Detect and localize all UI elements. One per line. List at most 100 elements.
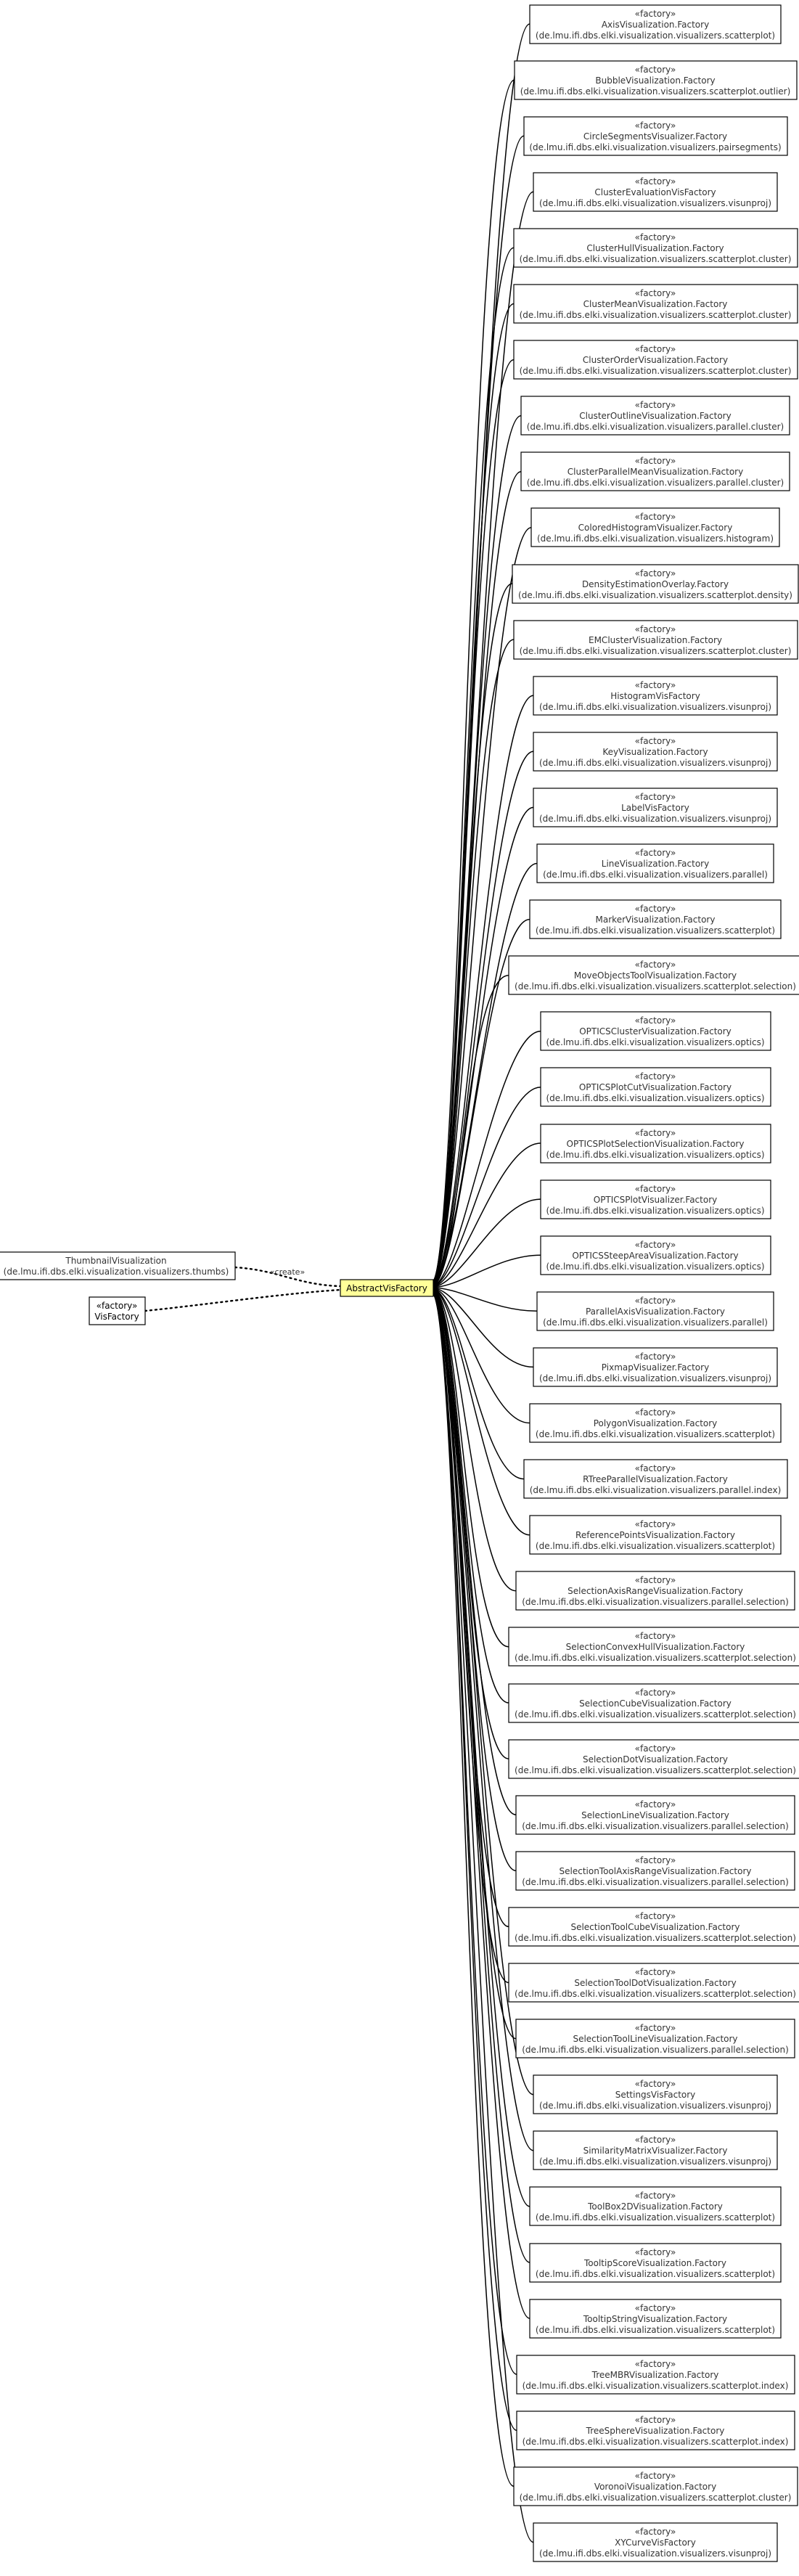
stereotype-label: «factory» xyxy=(635,1352,676,1362)
subclass-node-move-objects-tool-visualization-factory[interactable]: «factory»MoveObjectsToolVisualization.Fa… xyxy=(508,955,799,995)
package-label: (de.lmu.ifi.dbs.elki.visualization.visua… xyxy=(515,981,796,991)
subclass-node-label-vis-factory[interactable]: «factory»LabelVisFactory(de.lmu.ifi.dbs.… xyxy=(533,788,778,827)
class-name-label: SimilarityMatrixVisualizer.Factory xyxy=(583,2146,728,2156)
subclass-node-key-visualization-factory[interactable]: «factory»KeyVisualization.Factory(de.lmu… xyxy=(533,732,778,772)
vis-factory-node-box xyxy=(89,1296,146,1325)
subclass-node-cluster-hull-visualization-factory[interactable]: «factory»ClusterHullVisualization.Factor… xyxy=(513,228,798,268)
class-name-label: SelectionToolCubeVisualization.Factory xyxy=(570,1922,739,1932)
vis-factory-node[interactable]: «factory»VisFactory xyxy=(89,1296,146,1325)
subclass-node-selection-convex-hull-visualization-factory[interactable]: «factory»SelectionConvexHullVisualizatio… xyxy=(508,1627,799,1667)
package-label: (de.lmu.ifi.dbs.elki.visualization.visua… xyxy=(536,2325,775,2335)
package-label: (de.lmu.ifi.dbs.elki.visualization.visua… xyxy=(523,2437,789,2447)
subclass-node-voronoi-visualization-factory[interactable]: «factory»VoronoiVisualization.Factory(de… xyxy=(513,2466,798,2506)
subclass-node-tree-mbrvisualization-factory[interactable]: «factory»TreeMBRVisualization.Factory(de… xyxy=(516,2355,795,2395)
subclass-node-tree-sphere-visualization-factory[interactable]: «factory»TreeSphereVisualization.Factory… xyxy=(516,2411,795,2450)
class-name-label: MoveObjectsToolVisualization.Factory xyxy=(574,970,737,981)
subclass-node-selection-tool-dot-visualization-factory[interactable]: «factory»SelectionToolDotVisualization.F… xyxy=(508,1963,799,2003)
inheritance-edge xyxy=(431,695,534,1285)
subclass-node-marker-visualization-factory-box xyxy=(529,899,782,939)
package-label: (de.lmu.ifi.dbs.elki.visualization.visua… xyxy=(539,702,771,712)
class-nodes: AbstractVisFactory «factory»AxisVisualiza… xyxy=(0,4,799,2562)
class-name-label: SettingsVisFactory xyxy=(615,2090,696,2100)
class-name-label: ClusterParallelMeanVisualization.Factory xyxy=(568,467,743,477)
subclass-node-selection-tool-cube-visualization-factory[interactable]: «factory»SelectionToolCubeVisualization.… xyxy=(508,1907,799,1947)
subclass-node-histogram-vis-factory[interactable]: «factory»HistogramVisFactory(de.lmu.ifi.… xyxy=(533,676,778,716)
subclass-node-selection-line-visualization-factory[interactable]: «factory»SelectionLineVisualization.Fact… xyxy=(515,1795,795,1835)
stereotype-label: «factory» xyxy=(635,400,676,410)
class-name-label: OPTICSPlotVisualizer.Factory xyxy=(594,1195,717,1205)
subclass-node-cluster-outline-visualization-factory[interactable]: «factory»ClusterOutlineVisualization.Fac… xyxy=(520,396,790,436)
subclass-node-selection-tool-line-visualization-factory[interactable]: «factory»SelectionToolLineVisualization.… xyxy=(515,2019,795,2058)
subclass-node-density-estimation-overlay-factory-box xyxy=(512,564,799,604)
subclass-node-tooltip-score-visualization-factory[interactable]: «factory»TooltipScoreVisualization.Facto… xyxy=(529,2243,782,2283)
subclass-node-colored-histogram-visualizer-factory[interactable]: «factory»ColoredHistogramVisualizer.Fact… xyxy=(530,507,780,547)
subclass-node-axis-visualization-factory[interactable]: «factory»AxisVisualization.Factory(de.lm… xyxy=(529,4,782,44)
class-name-label: VisFactory xyxy=(94,1312,139,1322)
subclass-node-cluster-order-visualization-factory-box xyxy=(513,340,798,380)
subclass-node-opticscluster-visualization-factory-box xyxy=(540,1011,771,1051)
package-label: (de.lmu.ifi.dbs.elki.visualization.visua… xyxy=(536,2212,775,2223)
subclass-node-opticsplot-visualizer-factory-box xyxy=(540,1179,771,1219)
subclass-node-opticsplot-selection-visualization-factory[interactable]: «factory»OPTICSPlotSelectionVisualizatio… xyxy=(540,1124,771,1164)
stereotype-label: «factory» xyxy=(635,1128,676,1138)
subclass-node-opticscluster-visualization-factory[interactable]: «factory»OPTICSClusterVisualization.Fact… xyxy=(540,1011,771,1051)
subclass-node-tool-box2-dvisualization-factory[interactable]: «factory»ToolBox2DVisualization.Factory(… xyxy=(529,2186,782,2226)
subclass-node-opticsplot-cut-visualization-factory[interactable]: «factory»OPTICSPlotCutVisualization.Fact… xyxy=(540,1067,771,1107)
subclass-node-reference-points-visualization-factory[interactable]: «factory»ReferencePointsVisualization.Fa… xyxy=(529,1515,782,1555)
stereotype-label: «factory» xyxy=(635,1463,676,1473)
subclass-node-tooltip-string-visualization-factory[interactable]: «factory»TooltipStringVisualization.Fact… xyxy=(529,2299,782,2339)
package-label: (de.lmu.ifi.dbs.elki.visualization.visua… xyxy=(522,1821,789,1831)
subclass-node-parallel-axis-visualization-factory[interactable]: «factory»ParallelAxisVisualization.Facto… xyxy=(536,1291,774,1331)
class-name-label: OPTICSSteepAreaVisualization.Factory xyxy=(572,1251,738,1261)
inheritance-edge xyxy=(431,79,515,1283)
subclass-node-xycurve-vis-factory[interactable]: «factory»XYCurveVisFactory(de.lmu.ifi.db… xyxy=(533,2522,778,2562)
class-name-label: HistogramVisFactory xyxy=(610,691,700,701)
subclass-node-emcluster-visualization-factory[interactable]: «factory»EMClusterVisualization.Factory(… xyxy=(513,620,798,660)
inheritance-edge xyxy=(431,1198,541,1288)
class-name-label: ColoredHistogramVisualizer.Factory xyxy=(578,523,733,533)
package-label: (de.lmu.ifi.dbs.elki.visualization.visua… xyxy=(520,86,791,97)
stereotype-label: «factory» xyxy=(635,904,676,914)
subclass-node-opticssteep-area-visualization-factory[interactable]: «factory»OPTICSSteepAreaVisualization.Fa… xyxy=(540,1235,771,1275)
subclass-node-cluster-order-visualization-factory[interactable]: «factory»ClusterOrderVisualization.Facto… xyxy=(513,340,798,380)
inheritance-edge xyxy=(431,1031,541,1287)
stereotype-label: «factory» xyxy=(635,1911,676,1921)
abstract-vis-factory-node[interactable]: AbstractVisFactory xyxy=(340,1279,434,1297)
subclass-node-marker-visualization-factory[interactable]: «factory»MarkerVisualization.Factory(de.… xyxy=(529,899,782,939)
inheritance-edge xyxy=(431,303,515,1284)
stereotype-label: «factory» xyxy=(635,1688,676,1698)
subclass-node-selection-axis-range-visualization-factory[interactable]: «factory»SelectionAxisRangeVisualization… xyxy=(515,1571,795,1611)
inheritance-edge xyxy=(431,639,515,1285)
subclass-node-similarity-matrix-visualizer-factory[interactable]: «factory»SimilarityMatrixVisualizer.Fact… xyxy=(533,2130,778,2170)
subclass-node-rtree-parallel-visualization-factory[interactable]: «factory»RTreeParallelVisualization.Fact… xyxy=(523,1459,788,1499)
inheritance-edge xyxy=(431,1291,534,2151)
subclass-node-pixmap-visualizer-factory[interactable]: «factory»PixmapVisualizer.Factory(de.lmu… xyxy=(533,1347,778,1387)
subclass-node-bubble-visualization-factory[interactable]: «factory»BubbleVisualization.Factory(de.… xyxy=(514,60,798,100)
class-name-label: KeyVisualization.Factory xyxy=(602,747,708,757)
class-name-label: RTreeParallelVisualization.Factory xyxy=(583,1474,728,1484)
subclass-node-settings-vis-factory[interactable]: «factory»SettingsVisFactory(de.lmu.ifi.d… xyxy=(533,2074,778,2114)
subclass-node-selection-dot-visualization-factory[interactable]: «factory»SelectionDotVisualization.Facto… xyxy=(508,1739,799,1779)
subclass-node-selection-tool-axis-range-visualization-factory[interactable]: «factory»SelectionToolAxisRangeVisualiza… xyxy=(515,1851,795,1891)
subclass-node-selection-cube-visualization-factory[interactable]: «factory»SelectionCubeVisualization.Fact… xyxy=(508,1683,799,1723)
thumbnail-visualization-node[interactable]: ThumbnailVisualization(de.lmu.ifi.dbs.el… xyxy=(0,1251,236,1280)
class-name-label: XYCurveVisFactory xyxy=(615,2538,696,2548)
subclass-node-circle-segments-visualizer-factory[interactable]: «factory»CircleSegmentsVisualizer.Factor… xyxy=(523,116,788,156)
subclass-node-cluster-mean-visualization-factory[interactable]: «factory»ClusterMeanVisualization.Factor… xyxy=(513,284,798,324)
subclass-node-cluster-evaluation-vis-factory[interactable]: «factory»ClusterEvaluationVisFactory(de.… xyxy=(533,172,778,212)
stereotype-label: «factory» xyxy=(635,792,676,802)
package-label: (de.lmu.ifi.dbs.elki.visualization.visua… xyxy=(520,366,792,376)
package-label: (de.lmu.ifi.dbs.elki.visualization.visua… xyxy=(522,2045,789,2055)
subclass-node-opticsplot-visualizer-factory[interactable]: «factory»OPTICSPlotVisualizer.Factory(de… xyxy=(540,1179,771,1219)
subclass-node-cluster-parallel-mean-visualization-factory[interactable]: «factory»ClusterParallelMeanVisualizatio… xyxy=(520,451,790,491)
stereotype-label: «factory» xyxy=(635,1743,676,1754)
inheritance-edge xyxy=(431,135,525,1283)
subclass-node-line-visualization-factory[interactable]: «factory»LineVisualization.Factory(de.lm… xyxy=(536,843,774,883)
subclass-node-tool-box2-dvisualization-factory-box xyxy=(529,2186,782,2226)
class-name-label: ToolBox2DVisualization.Factory xyxy=(587,2201,723,2212)
subclass-node-density-estimation-overlay-factory[interactable]: «factory»DensityEstimationOverlay.Factor… xyxy=(512,564,799,604)
package-label: (de.lmu.ifi.dbs.elki.visualization.visua… xyxy=(536,2269,775,2279)
class-name-label: ClusterOrderVisualization.Factory xyxy=(583,355,728,365)
subclass-node-polygon-visualization-factory[interactable]: «factory»PolygonVisualization.Factory(de… xyxy=(529,1403,782,1443)
